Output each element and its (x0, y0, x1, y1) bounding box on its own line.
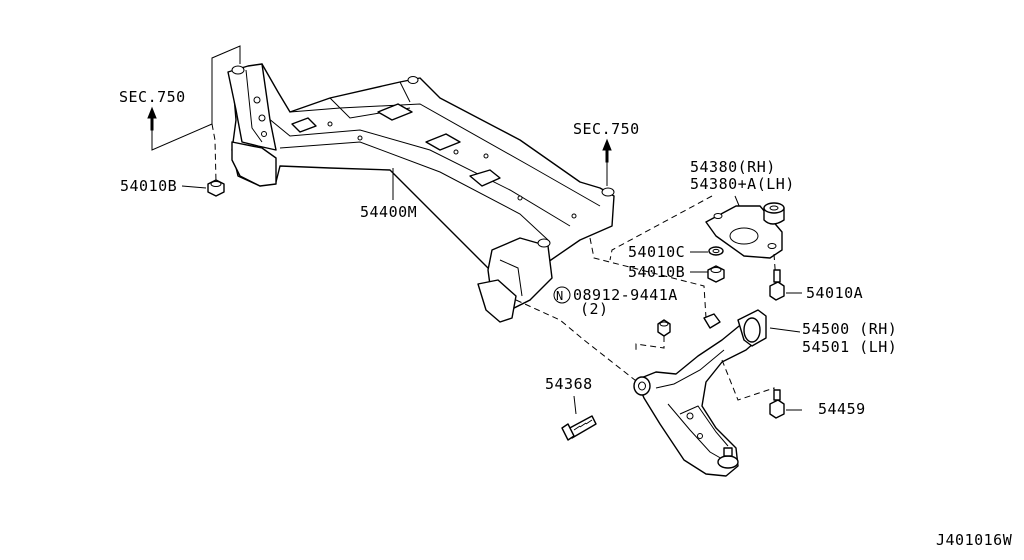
label-54010C: 54010C (628, 243, 685, 261)
part-54459: 54459 (769, 389, 866, 419)
bolt-icon (769, 281, 785, 301)
label-54010A: 54010A (806, 284, 863, 302)
sec750-left-label: SEC.750 (119, 88, 186, 106)
label-54010B-left: 54010B (120, 177, 177, 195)
label-54500-RH: 54500 (RH) (802, 320, 897, 338)
label-54459: 54459 (818, 400, 866, 418)
part-54010B-right: 54010B (628, 263, 725, 283)
bolt-icon (769, 399, 785, 419)
label-54368: 54368 (545, 375, 593, 393)
part-08912-9441A: N 08912-9441A (2) (553, 286, 678, 352)
arrow-up-icon (147, 106, 157, 131)
n-symbol-icon (553, 286, 571, 304)
label-54380-RH: 54380(RH) (690, 158, 776, 176)
part-54010C: 54010C (628, 243, 724, 261)
sec750-left-reference: SEC.750 (119, 45, 241, 183)
svg-text:N: N (556, 289, 564, 303)
label-54010B-right: 54010B (628, 263, 685, 281)
assembly-line-upper (609, 195, 713, 261)
label-54400M: 54400M (360, 203, 417, 221)
part-54500-lower-arm: 54500 (RH) 54501 (LH) (633, 309, 897, 477)
part-54010B-left: 54010B (120, 177, 225, 197)
label-54501-LH: 54501 (LH) (802, 338, 897, 356)
arrow-up-icon (602, 138, 612, 163)
part-54400M: 54400M (360, 168, 417, 221)
part-54380-upper-link: 54380(RH) 54380+A(LH) (690, 158, 795, 259)
suspension-member-54400M (227, 63, 615, 323)
assembly-line-lower (589, 237, 707, 319)
part-54368: 54368 (545, 375, 597, 441)
label-08912-9441A: 08912-9441A (573, 286, 678, 304)
sec750-right-reference: SEC.750 (573, 120, 640, 186)
label-54380-LH: 54380+A(LH) (690, 175, 795, 193)
part-54010A: 54010A (769, 269, 863, 302)
label-08912-qty: (2) (580, 300, 609, 318)
diagram-code: J401016W (936, 531, 1013, 549)
sec750-right-label: SEC.750 (573, 120, 640, 138)
